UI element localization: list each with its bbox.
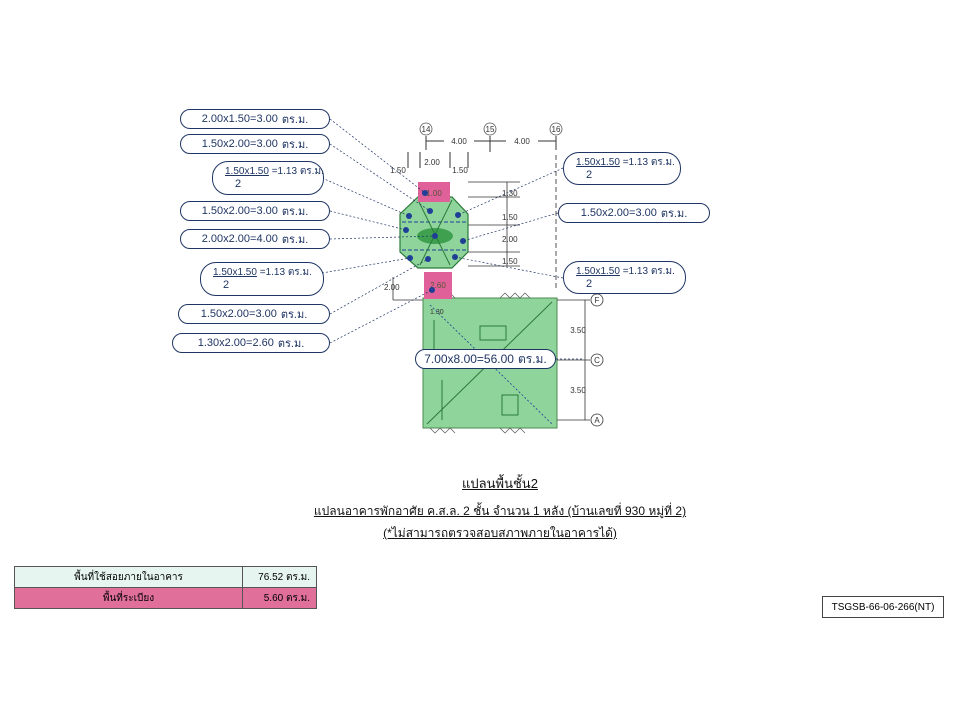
callout-unit: ตร.ม. [277, 338, 305, 350]
grid-axis-top: 14 15 16 4.00 4.00 1.50 2.00 1.50 [390, 122, 563, 290]
callout-formula: 1.50x2.00=3.00 [200, 308, 277, 320]
callout-result: =1.13 [622, 265, 649, 277]
callout-formula: 2.00x1.50=3.00 [201, 113, 278, 125]
callout-formula: 1.30x2.00=2.60 [197, 337, 274, 349]
dim-label: 2.00 [502, 235, 518, 244]
callout-unit: ตร.ม. [650, 156, 675, 168]
summary-label: พื้นที่ใช้สอยภายในอาคาร [14, 566, 243, 588]
summary-label: พื้นที่ระเบียง [14, 587, 243, 609]
callout-formula: 2.00x2.00=4.00 [201, 233, 278, 245]
callout-unit: ตร.ม. [517, 351, 547, 366]
balcony-top: 1.00 [418, 182, 450, 202]
callout-formula: 1.50x2.00=3.00 [201, 205, 278, 217]
plan-title: แปลนพื้นชั้น2 [462, 476, 538, 491]
leader-lines [321, 118, 584, 360]
callout-unit: ตร.ม. [287, 267, 312, 278]
balcony-label: 1.00 [426, 189, 442, 198]
table-row: พื้นที่ระเบียง 5.60 ตร.ม. [14, 587, 317, 609]
dim-label: 3.50 [570, 326, 586, 335]
callout-result: =1.13 [271, 166, 298, 177]
callout-unit: ตร.ม. [281, 234, 309, 246]
area-callout-fraction: 1.50x1.50 =1.13 ตร.ม. 2 [200, 262, 324, 296]
callout-unit: ตร.ม. [281, 206, 309, 218]
area-callout-fraction: 1.50x1.50 =1.13 ตร.ม. 2 [563, 152, 681, 185]
dims-right-upper: 1.30 1.50 2.00 1.50 [468, 181, 520, 267]
dim-label: 1.30 [430, 309, 444, 316]
callout-denominator: 2 [586, 168, 593, 181]
table-row: พื้นที่ใช้สอยภายในอาคาร 76.52 ตร.ม. [14, 566, 317, 588]
callout-result: =1.13 [622, 156, 649, 168]
grid-label: 14 [422, 125, 431, 134]
callout-unit: ตร.ม. [299, 166, 324, 177]
document-code: TSGSB-66-06-266(NT) [822, 596, 944, 618]
dim-label: 2.00 [384, 283, 400, 292]
callout-formula: 1.50x2.00=3.00 [201, 138, 278, 150]
callout-numerator: 1.50x1.50 [576, 156, 620, 168]
plan-note: (*ไม่สามารถตรวจสอบสภาพภายในอาคารได้) [383, 526, 617, 540]
callout-denominator: 2 [586, 277, 593, 290]
area-summary-table: พื้นที่ใช้สอยภายในอาคาร 76.52 ตร.ม. พื้น… [14, 566, 317, 609]
area-callout-fraction: 1.50x1.50 =1.13 ตร.ม. 2 [212, 161, 324, 195]
callout-numerator: 1.50x1.50 [225, 166, 269, 177]
grid-label: C [594, 356, 600, 365]
grid-label: F [595, 296, 600, 305]
area-callout-fraction: 1.50x1.50 =1.13 ตร.ม. 2 [563, 261, 686, 294]
grid-axis-right: F C A 3.50 3.50 [557, 293, 604, 427]
callout-formula: 1.50x2.00=3.00 [580, 207, 657, 219]
summary-value: 76.52 ตร.ม. [242, 566, 317, 588]
grid-label: A [594, 416, 600, 425]
dim-label: 1.50 [502, 213, 518, 222]
callout-formula: 7.00x8.00=56.00 [424, 352, 514, 366]
callout-denominator: 2 [223, 279, 230, 291]
measure-points [403, 190, 466, 293]
dim-label: 3.50 [570, 386, 586, 395]
dim-label: 4.00 [451, 137, 467, 146]
plan-subtitle: แปลนอาคารพักอาศัย ค.ส.ล. 2 ชั้น จำนวน 1 … [313, 504, 687, 518]
callout-result: =1.13 [259, 267, 286, 278]
dim-left: 2.00 [384, 277, 425, 301]
callout-unit: ตร.ม. [280, 309, 308, 321]
callout-unit: ตร.ม. [281, 139, 309, 151]
callout-numerator: 1.50x1.50 [213, 267, 257, 278]
dim-label: 4.00 [514, 137, 530, 146]
callout-unit: ตร.ม. [650, 265, 675, 277]
callout-denominator: 2 [235, 178, 242, 190]
balcony-label: 2.60 [430, 281, 446, 290]
callout-unit: ตร.ม. [281, 114, 309, 126]
grid-label: 15 [486, 125, 495, 134]
grid-label: 16 [552, 125, 561, 134]
callout-numerator: 1.50x1.50 [576, 265, 620, 277]
dim-label: 1.50 [452, 166, 468, 175]
balcony-bottom: 2.60 [424, 272, 452, 299]
dim-label: 1.50 [502, 257, 518, 266]
summary-value: 5.60 ตร.ม. [242, 587, 317, 609]
dim-label: 2.00 [424, 158, 440, 167]
dim-label: 1.30 [502, 189, 518, 198]
dim-label: 1.50 [390, 166, 406, 175]
callout-unit: ตร.ม. [660, 208, 688, 220]
